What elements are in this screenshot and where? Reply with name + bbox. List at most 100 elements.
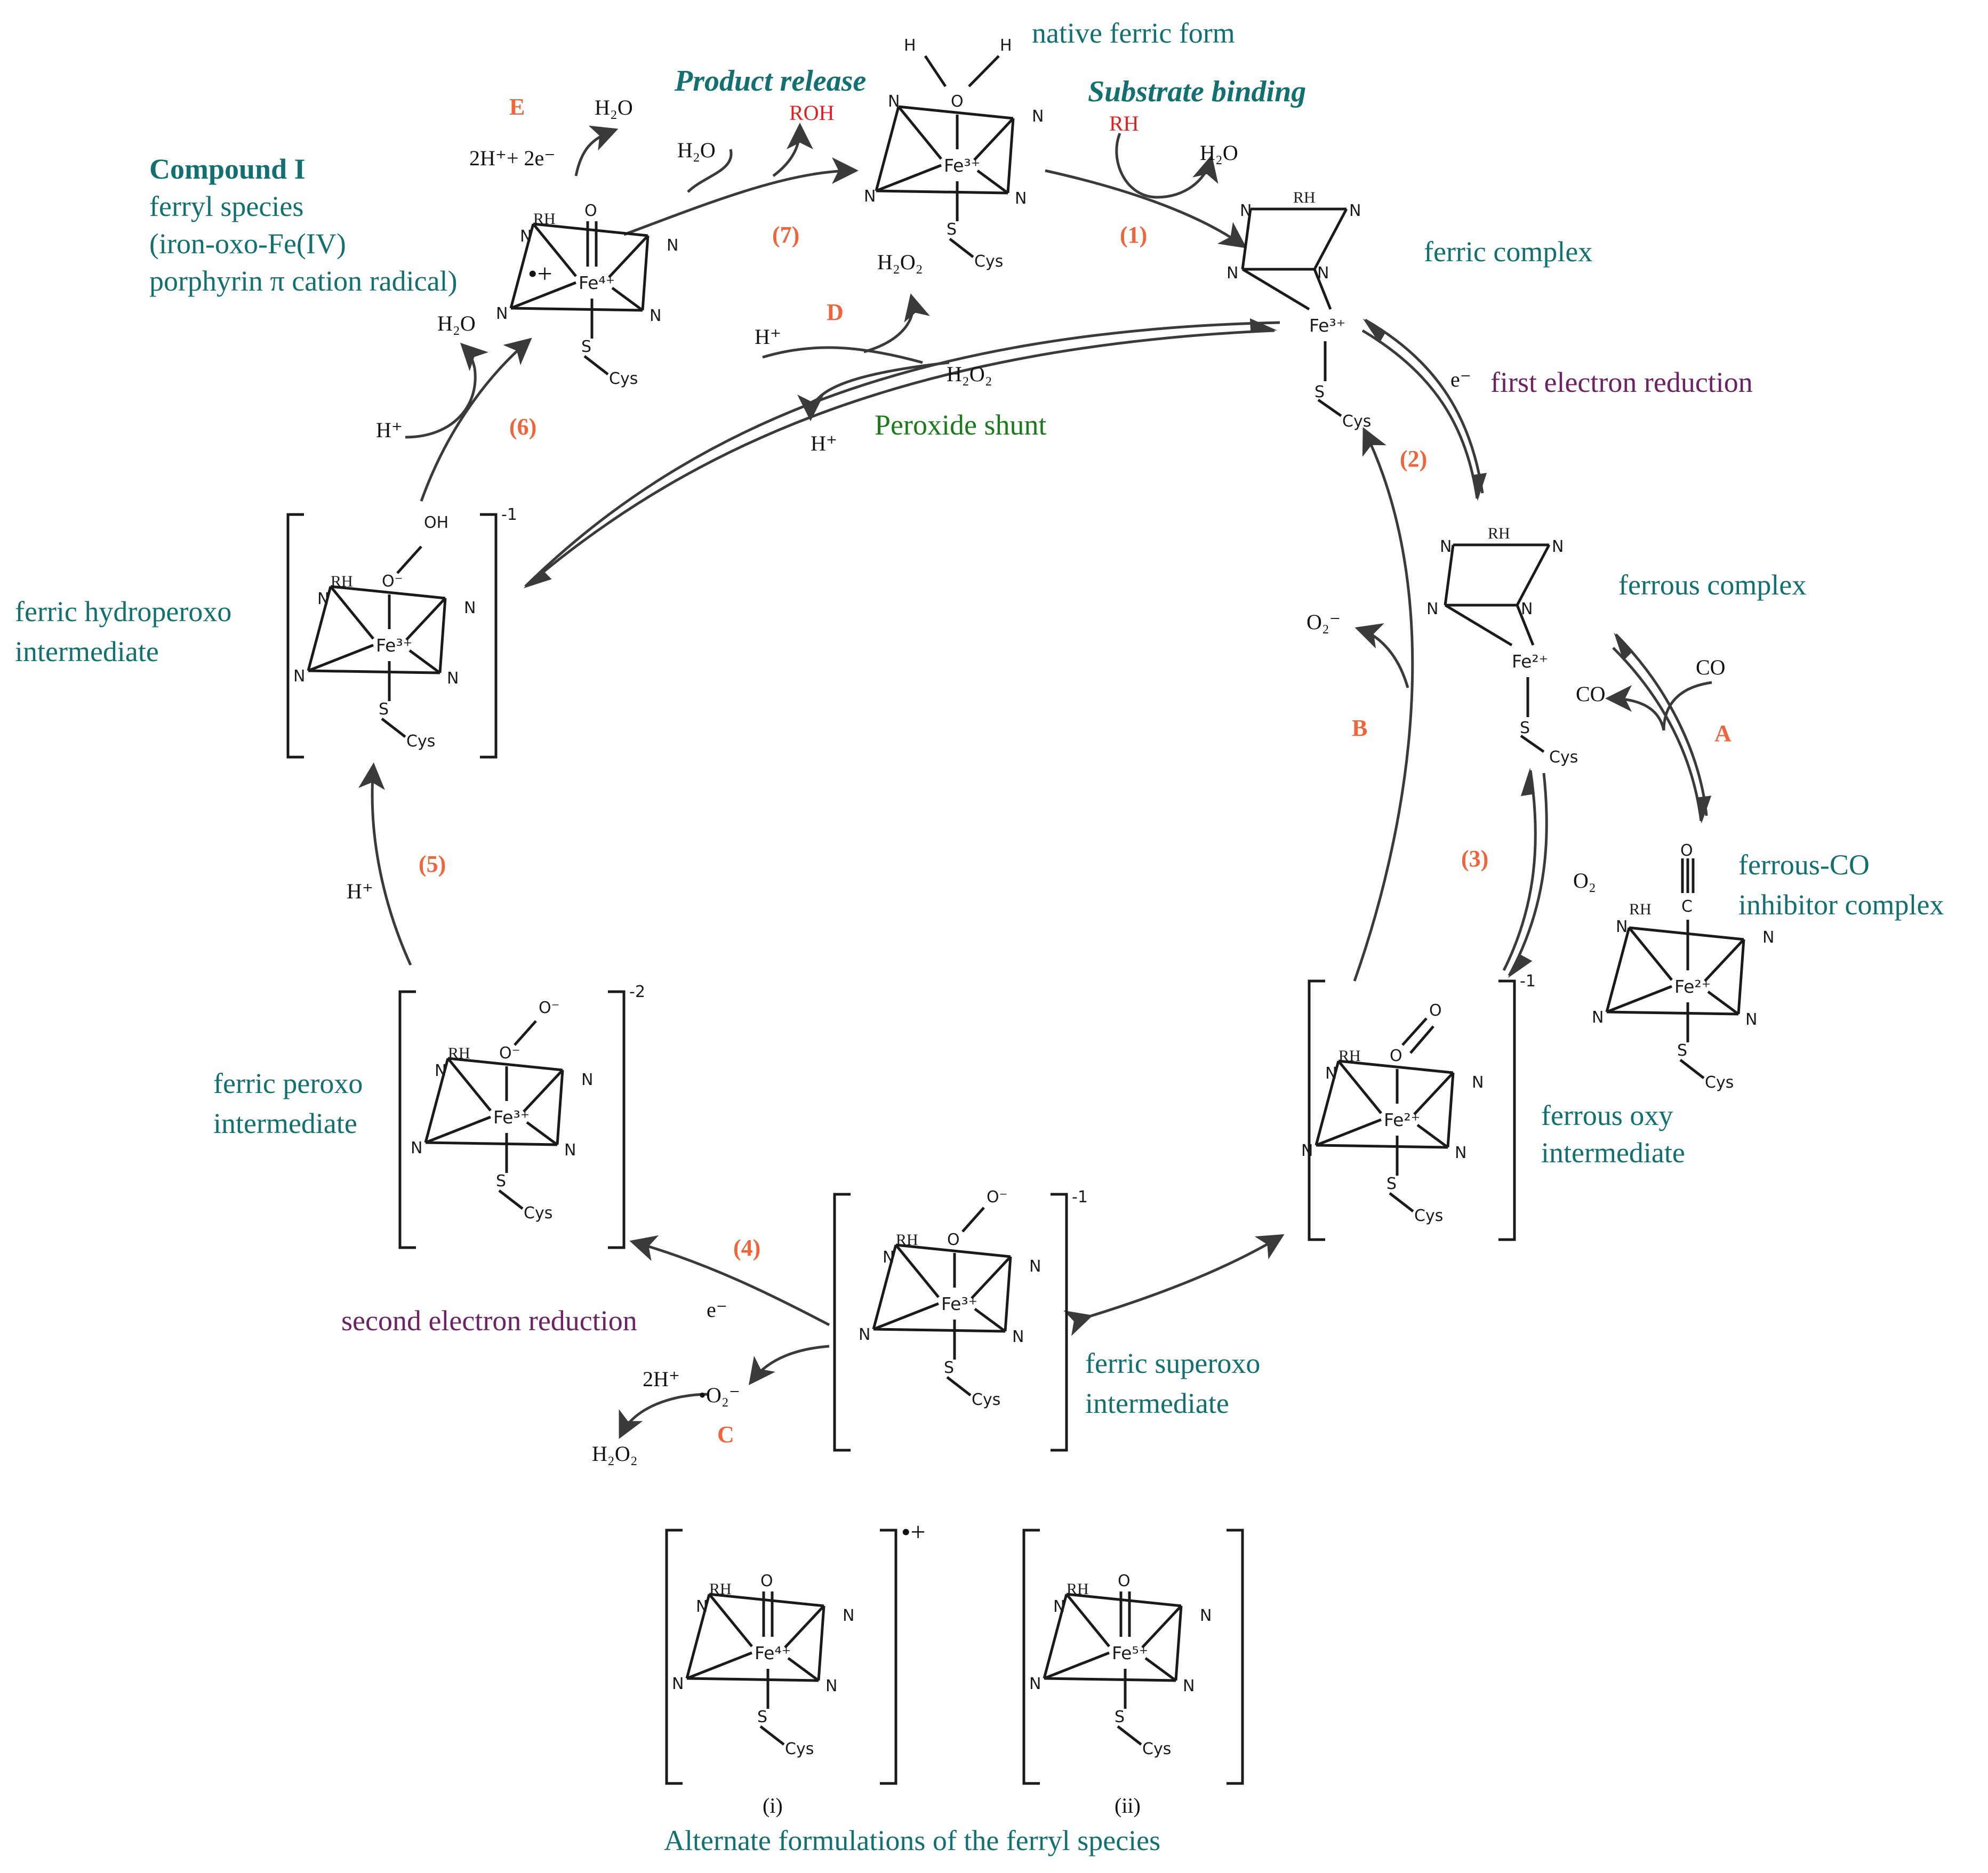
atom-o: O (760, 1572, 773, 1590)
label-peroxide-shunt: Peroxide shunt (875, 409, 1046, 441)
label-ferric-superoxo-intermediate: intermediate (1085, 1387, 1229, 1419)
atom-o-minus: O⁻ (539, 999, 559, 1017)
charge-label: -1 (501, 505, 517, 524)
arrow-co-unbind (1614, 632, 1708, 816)
atom-cys: Cys (406, 732, 435, 751)
radical-cation-mark: •+ (901, 1517, 926, 1547)
arrow-co-bind (1612, 647, 1712, 824)
label-inhibitor-complex: inhibitor complex (1738, 889, 1944, 921)
atom-cys: Cys (785, 1740, 814, 1758)
label-alt-ii: (ii) (1115, 1794, 1141, 1818)
atom-h: H (904, 36, 916, 55)
atom-n: N (1317, 264, 1329, 283)
atom-fe: Fe³⁺ (493, 1107, 530, 1128)
arrow-rh-in (1115, 133, 1158, 199)
charge-label: -1 (1520, 972, 1536, 991)
label-ferrous-complex: ferrous complex (1618, 569, 1806, 601)
mol-h2o2-d-in: H₂O₂ (947, 362, 992, 386)
atom-s: S (581, 337, 591, 356)
atom-fe: Fe²⁺ (1512, 651, 1548, 672)
rh-label: RH (533, 210, 556, 228)
step-a: A (1714, 720, 1732, 746)
label-native-ferric: native ferric form (1032, 17, 1235, 49)
radical-cation-mark: •+ (528, 259, 552, 288)
arrow-uncoupling-b (1353, 427, 1414, 982)
atom-n: N (672, 1675, 684, 1693)
mol-o2-minus: O₂⁻ (1306, 610, 1341, 634)
rh-label: RH (1629, 901, 1652, 918)
step-c: C (717, 1421, 734, 1448)
label-compound-i: Compound I (149, 153, 306, 185)
atom-s: S (379, 700, 389, 719)
atom-cys: Cys (609, 369, 638, 388)
mol-electron-1: e⁻ (1450, 367, 1471, 391)
arrow-shunt-d-in (762, 346, 923, 364)
heme-alternate-ii: O RH N N N N Fe⁵⁺ S Cys (1022, 1529, 1244, 1785)
atom-s: S (1520, 719, 1530, 737)
rh-label: RH (448, 1044, 470, 1062)
atom-cys: Cys (524, 1204, 552, 1223)
atom-n: N (1029, 1675, 1041, 1693)
label-porphyrin-radical: porphyrin π cation radical) (149, 265, 458, 297)
atom-n: N (888, 92, 900, 111)
atom-n: N (1029, 1257, 1041, 1276)
mol-h2o-6: H₂O (437, 311, 476, 335)
atom-n: N (1745, 1010, 1757, 1029)
atom-n: N (293, 667, 305, 686)
atom-n: N (317, 590, 329, 608)
mol-co-out: CO (1576, 682, 1606, 706)
atom-n: N (1200, 1606, 1212, 1625)
atom-cys: Cys (1342, 412, 1371, 431)
atom-s: S (1386, 1175, 1397, 1193)
atom-n: N (1015, 189, 1027, 208)
atom-fe: Fe³⁺ (941, 1293, 977, 1314)
heme-ferric-peroxo: -2 O⁻ O⁻ RH N N N N Fe³⁺ S Cys (398, 983, 645, 1249)
atom-n: N (1053, 1597, 1065, 1616)
atom-n: N (1455, 1144, 1466, 1162)
reaction-arrows (358, 123, 1712, 1439)
atom-n: N (496, 304, 508, 323)
label-ferric-complex: ferric complex (1424, 236, 1592, 268)
label-first-electron-reduction: first electron reduction (1490, 366, 1753, 398)
atom-cys: Cys (1549, 748, 1578, 767)
atom-s: S (944, 1358, 954, 1377)
heme-ferric-complex: RH N N N N Fe³⁺ S Cys (1227, 189, 1371, 431)
heme-ferric-hydroperoxo: -1 O⁻ OH RH N N N N Fe³⁺ S Cys (286, 505, 517, 759)
atom-n: N (1592, 1008, 1604, 1027)
arrow-step-7 (623, 157, 859, 236)
label-alt-i: (i) (763, 1794, 783, 1818)
mol-2h-2e: 2H⁺+ 2e⁻ (469, 146, 555, 170)
atom-n: N (859, 1325, 870, 1344)
atom-n: N (447, 669, 459, 688)
arrow-step-4 (629, 1235, 830, 1327)
mol-h2o-7: H₂O (677, 138, 716, 162)
atom-o: O (1390, 1047, 1402, 1065)
step-b: B (1352, 715, 1367, 741)
atom-n: N (667, 236, 678, 255)
atom-fe: Fe⁵⁺ (1112, 1643, 1148, 1663)
mol-h-plus-d: H⁺ (755, 325, 781, 349)
arrow-h2o-out-6 (460, 342, 488, 371)
arrow-step-1 (1045, 169, 1247, 248)
atom-s: S (1314, 383, 1325, 401)
mol-h-plus-5: H⁺ (347, 879, 373, 903)
arrow-step-3-forward (1508, 773, 1548, 978)
atom-o: O (1680, 841, 1693, 860)
step-6: (6) (509, 414, 536, 440)
atom-fe: Fe⁴⁺ (579, 272, 615, 293)
heme-native-ferric: H H O N N N N Fe³⁺ S Cys (864, 36, 1044, 271)
atom-n: N (1325, 1064, 1337, 1083)
atom-s: S (496, 1172, 506, 1191)
atom-o-minus: O⁻ (987, 1188, 1007, 1207)
step-d: D (827, 299, 844, 325)
atom-n: N (411, 1139, 422, 1157)
atom-s: S (1677, 1041, 1687, 1060)
atom-fe: Fe⁴⁺ (755, 1643, 791, 1663)
atom-fe: Fe²⁺ (1674, 976, 1711, 997)
mol-2h-plus: 2H⁺ (643, 1367, 680, 1391)
atom-cys: Cys (974, 252, 1003, 271)
step-3: (3) (1461, 846, 1488, 872)
atom-n: N (520, 227, 532, 246)
arrow-compound-e (574, 125, 619, 176)
step-e: E (509, 94, 525, 120)
